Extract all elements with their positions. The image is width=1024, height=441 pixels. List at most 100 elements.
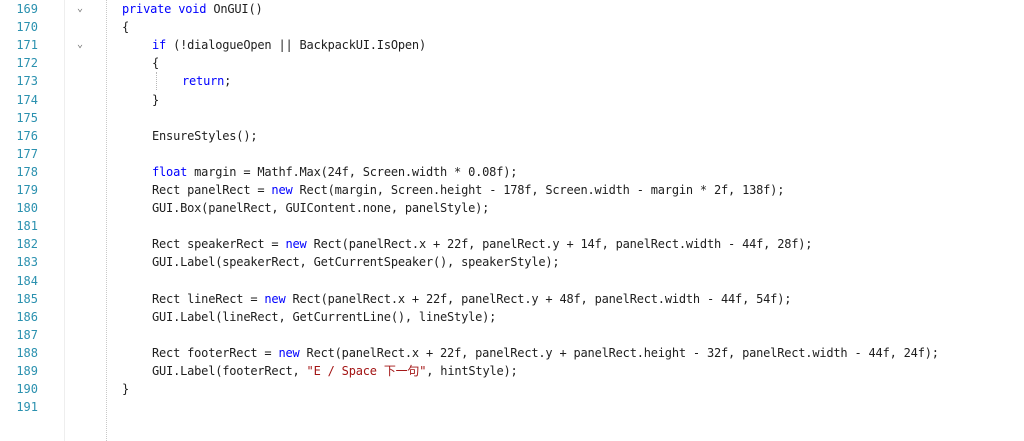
code-line[interactable]: 180 GUI.Box(panelRect, GUIContent.none, p… (0, 199, 1024, 217)
code-text: Rect panelRect = new Rect(margin, Screen… (152, 181, 784, 199)
line-number: 181 (16, 219, 38, 234)
code-token: { (152, 56, 160, 71)
code-text: private void OnGUI() (122, 0, 263, 18)
code-line[interactable]: 188 Rect footerRect = new Rect(panelRect.… (0, 344, 1024, 362)
code-line[interactable]: 191 (0, 398, 1024, 416)
code-text: GUI.Label(lineRect, GetCurrentLine(), li… (152, 308, 496, 326)
line-number: 184 (16, 273, 38, 288)
line-number: 191 (16, 400, 38, 415)
code-token: , hintStyle); (426, 364, 518, 378)
code-line[interactable]: 184 (0, 272, 1024, 290)
keyword-token: return (182, 74, 225, 89)
line-number: 188 (16, 345, 38, 360)
code-text: float margin = Mathf.Max(24f, Screen.wid… (152, 163, 517, 181)
line-number: 182 (16, 237, 38, 252)
code-text: return; (182, 72, 231, 90)
line-number: 186 (16, 309, 38, 324)
code-line[interactable]: 172 { (0, 54, 1024, 72)
string-token: "E / Space 下一句" (306, 364, 427, 378)
line-number: 169 (16, 2, 38, 16)
code-text: Rect speakerRect = new Rect(panelRect.x … (152, 235, 813, 253)
code-text: } (152, 91, 159, 109)
code-text: GUI.Label(speakerRect, GetCurrentSpeaker… (152, 253, 560, 271)
code-text: if (!dialogueOpen || BackpackUI.IsOpen) (152, 36, 426, 54)
code-text: Rect footerRect = new Rect(panelRect.x +… (152, 344, 939, 362)
code-text: { (122, 18, 129, 36)
code-token: margin = Mathf.Max(24f, Screen.width * 0… (187, 164, 518, 179)
code-line[interactable]: 182 Rect speakerRect = new Rect(panelRect… (0, 235, 1024, 253)
line-number: 185 (16, 291, 38, 306)
code-token: Rect lineRect = (152, 291, 265, 306)
keyword-token: new (264, 291, 286, 306)
code-line[interactable]: 169 ⌄ private void OnGUI() (0, 0, 1024, 18)
code-token: Rect(panelRect.x + 22f, panelRect.y + pa… (299, 345, 939, 360)
code-token: } (122, 382, 130, 397)
code-token: Rect(panelRect.x + 22f, panelRect.y + 14… (306, 237, 813, 252)
code-token: OnGUI() (213, 2, 263, 16)
code-line[interactable]: 189 GUI.Label(footerRect, "E / Space 下一句"… (0, 362, 1024, 380)
code-line[interactable]: 183 GUI.Label(speakerRect, GetCurrentSpea… (0, 253, 1024, 271)
keyword-token: if (152, 38, 167, 53)
line-number: 180 (16, 201, 38, 216)
code-token: Rect speakerRect = (152, 237, 286, 252)
line-number: 176 (16, 128, 38, 143)
code-text: GUI.Box(panelRect, GUIContent.none, pane… (152, 199, 489, 217)
keyword-token: new (271, 183, 293, 197)
code-token: GUI.Label(footerRect, (152, 364, 307, 378)
line-number: 173 (16, 74, 38, 89)
keyword-token: new (285, 237, 307, 252)
code-token: GUI.Label(speakerRect, GetCurrentSpeaker… (152, 255, 560, 270)
code-line[interactable]: 190} (0, 380, 1024, 398)
code-line[interactable]: 174} (0, 91, 1024, 109)
code-text: GUI.Label(footerRect, "E / Space 下一句", h… (152, 362, 518, 380)
code-token: Rect panelRect = (152, 183, 272, 197)
code-line[interactable]: 178 float margin = Mathf.Max(24f, Screen.… (0, 163, 1024, 181)
code-line[interactable]: 187 (0, 326, 1024, 344)
line-number: 177 (16, 146, 38, 161)
line-number: 179 (16, 183, 38, 197)
gutter-separator (64, 0, 65, 441)
code-token: Rect(margin, Screen.height - 178f, Scree… (292, 183, 785, 197)
line-number: 189 (16, 364, 38, 378)
line-number: 171 (16, 38, 38, 53)
keyword-token: float (152, 164, 188, 179)
code-token: (!dialogueOpen || BackpackUI.IsOpen) (166, 38, 426, 53)
code-line[interactable]: 170 { (0, 18, 1024, 36)
line-number: 174 (16, 92, 38, 107)
keyword-token: private void (122, 2, 214, 16)
line-number: 187 (16, 327, 38, 342)
code-line[interactable]: 179 Rect panelRect = new Rect(margin, Scr… (0, 181, 1024, 199)
line-number: 183 (16, 255, 38, 270)
code-token: ; (224, 74, 232, 89)
code-line[interactable]: 186 GUI.Label(lineRect, GetCurrentLine(),… (0, 308, 1024, 326)
code-line[interactable]: 176 EnsureStyles(); (0, 127, 1024, 145)
code-text: { (152, 54, 159, 72)
code-line[interactable]: 175 (0, 109, 1024, 127)
code-token: EnsureStyles(); (152, 128, 258, 143)
code-line[interactable]: 177 (0, 145, 1024, 163)
code-token: Rect(panelRect.x + 22f, panelRect.y + 48… (285, 291, 792, 306)
code-token: Rect footerRect = (152, 345, 279, 360)
line-number: 175 (16, 110, 38, 125)
code-line[interactable]: 171 ⌄ if (!dialogueOpen || BackpackUI.IsOp… (0, 36, 1024, 54)
code-line[interactable]: 173 return; (0, 72, 1024, 91)
code-line[interactable]: 185 Rect lineRect = new Rect(panelRect.x … (0, 290, 1024, 308)
line-number: 190 (16, 382, 38, 397)
code-text: Rect lineRect = new Rect(panelRect.x + 2… (152, 290, 791, 308)
line-number: 170 (16, 20, 38, 35)
code-token: GUI.Box(panelRect, GUIContent.none, pane… (152, 201, 490, 216)
indent-guide (156, 72, 157, 91)
fold-chevron-icon[interactable]: ⌄ (76, 39, 84, 51)
code-line[interactable]: 181 (0, 217, 1024, 235)
code-token: } (152, 92, 160, 107)
keyword-token: new (278, 345, 300, 360)
line-number: 172 (16, 56, 38, 71)
indent-guide-margin (106, 0, 107, 441)
code-text: } (122, 380, 129, 398)
code-token: { (122, 20, 130, 35)
code-text: EnsureStyles(); (152, 127, 258, 145)
fold-chevron-icon[interactable]: ⌄ (76, 3, 84, 14)
line-number: 178 (16, 164, 38, 179)
code-token: GUI.Label(lineRect, GetCurrentLine(), li… (152, 309, 497, 324)
